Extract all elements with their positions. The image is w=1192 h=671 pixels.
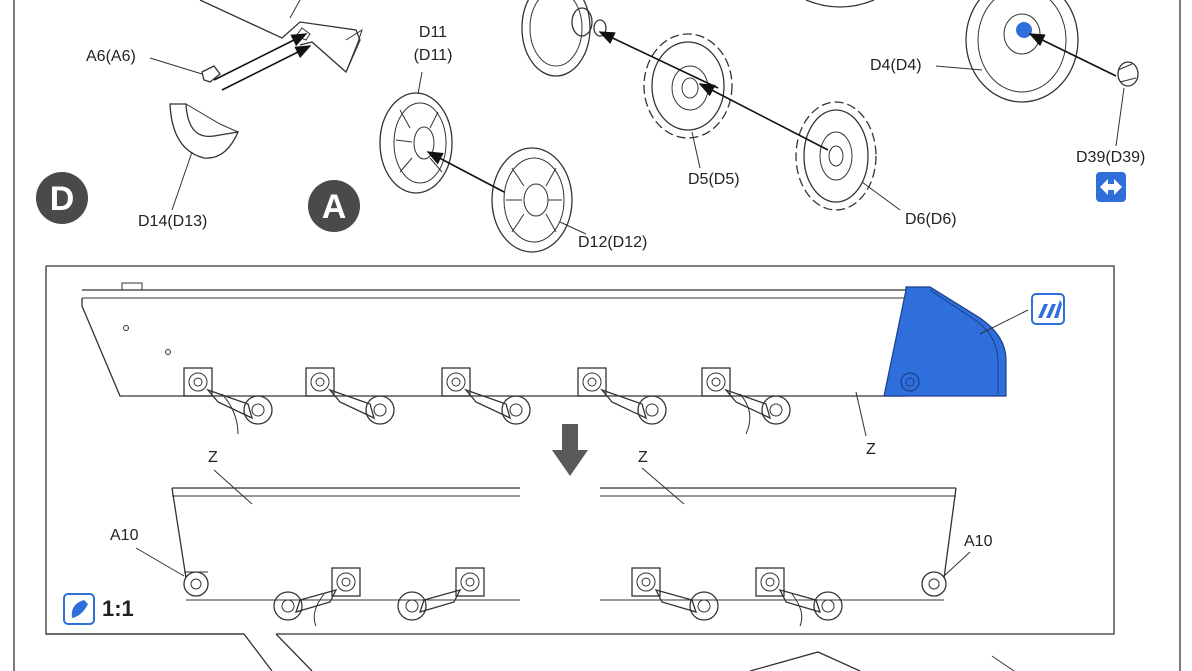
symmetric-arrows-icon	[1096, 172, 1126, 202]
label-d6: D6(D6)	[905, 211, 957, 228]
detail-frame	[45, 265, 1115, 671]
label-z-left: Z	[208, 449, 218, 466]
idler-wheel-d11	[379, 71, 453, 194]
label-d11-alt: (D11)	[414, 47, 453, 64]
label-a10-left: A10	[110, 527, 139, 544]
road-wheel-d4	[935, 0, 1079, 103]
sprocket-d6	[795, 101, 901, 211]
step-marker-a: A	[308, 180, 360, 232]
label-z-top: Z	[866, 441, 876, 458]
highlight-hub	[1016, 22, 1032, 38]
down-arrow-icon	[552, 424, 588, 476]
hull-side-left-half	[135, 469, 520, 627]
hull-side-right-half	[600, 467, 971, 627]
scale-legend: 1:1	[63, 593, 134, 625]
watermark-text: 臨玩HOBBY	[1040, 636, 1161, 661]
fender-assembly	[199, 0, 363, 91]
label-d11: D11	[419, 24, 447, 41]
watermark: bilibili 臨玩HOBBY	[958, 636, 1161, 661]
label-d39: D39(D39)	[1076, 149, 1145, 166]
label-d12: D12(D12)	[578, 234, 647, 251]
sprocket-d5	[643, 33, 733, 169]
highlight-rear-plate	[883, 286, 1007, 397]
part-a6	[149, 57, 221, 83]
part-d14	[169, 103, 240, 211]
hull-side-top	[81, 282, 1029, 437]
scale-label: 1:1	[102, 596, 134, 621]
paint-brush-icon	[1031, 293, 1065, 325]
svg-text:D: D	[50, 180, 75, 218]
step-marker-d: D	[36, 172, 88, 224]
suspension-row-top	[183, 367, 791, 435]
label-a6: A6(A6)	[86, 48, 136, 65]
hub-cap-d39	[1028, 33, 1139, 147]
label-a10-right: A10	[964, 533, 993, 550]
label-z-right: Z	[638, 449, 648, 466]
sprocket-hub	[521, 0, 607, 77]
page-frame	[13, 0, 1181, 671]
label-d4: D4(D4)	[870, 57, 922, 74]
watermark-logo: bilibili	[958, 639, 1007, 661]
label-d5: D5(D5)	[688, 171, 740, 188]
idler-wheel-d12	[491, 147, 587, 253]
svg-text:A: A	[322, 188, 347, 226]
label-d14: D14(D13)	[138, 213, 207, 230]
